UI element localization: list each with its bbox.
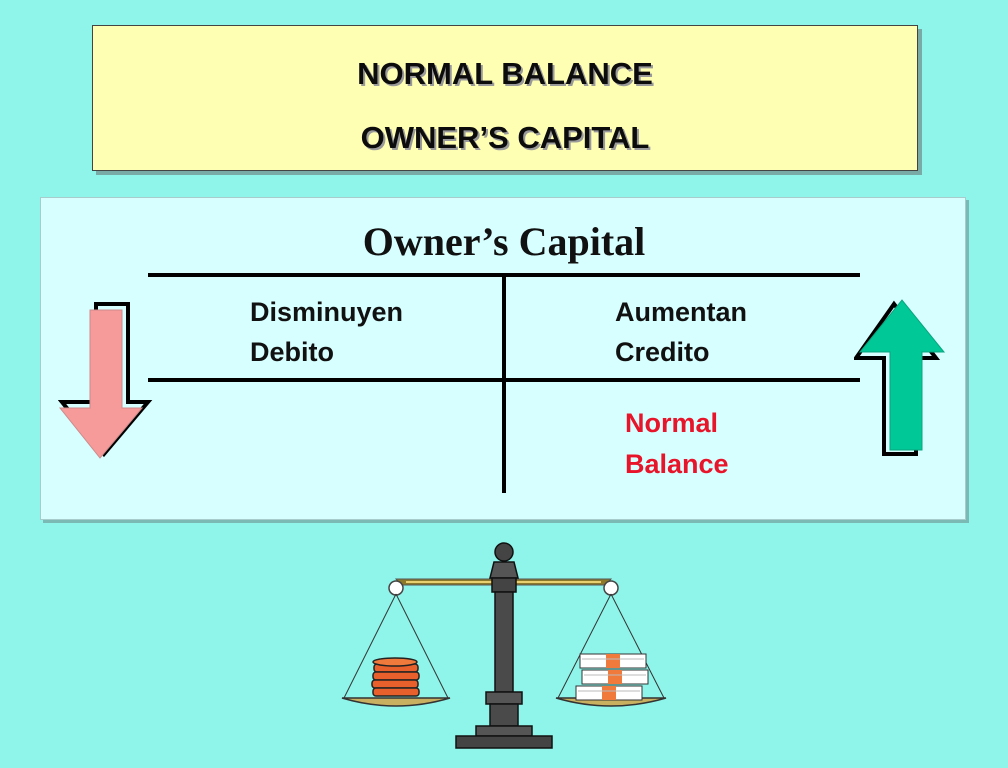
title-line-owners-capital: OWNER’S CAPITAL [360,120,650,155]
t-account-top-line [148,273,860,277]
t-account-title: Owner’s Capital [362,219,646,264]
debit-label-decrease: Disminuyen [250,297,404,327]
credit-label-increase: Aumentan [615,297,748,327]
balance-scale-icon [341,542,667,749]
normal-balance-label: Normal Balance [625,403,729,485]
normal-balance-line1: Normal [625,408,719,438]
credit-label-credito: Credito [615,337,710,367]
title-box: NORMAL BALANCE OWNER’S CAPITAL [92,25,918,171]
credit-side-label: Aumentan Credito [615,292,747,372]
cash-stack-icon [575,653,649,701]
t-account-vertical-line [502,277,506,493]
arrow-down-icon [58,302,153,459]
arrow-up-icon [854,299,946,456]
coin-stack-icon [371,657,420,697]
normal-balance-line2: Balance [625,449,729,479]
debit-side-label: Disminuyen Debito [250,292,403,372]
debit-label-debito: Debito [250,337,334,367]
title-line-normal-balance: NORMAL BALANCE [357,56,653,91]
